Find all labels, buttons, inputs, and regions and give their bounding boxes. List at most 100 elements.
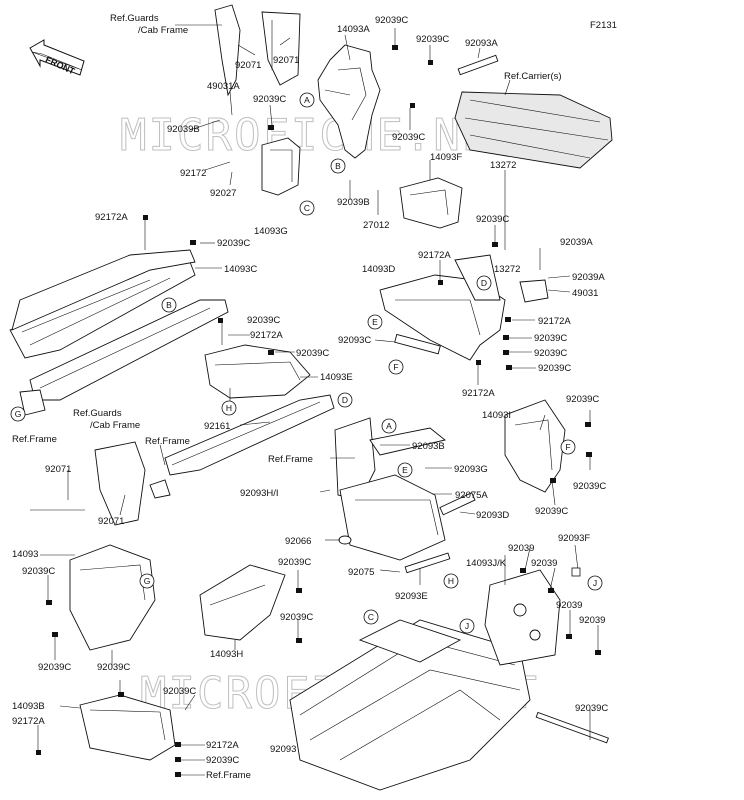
callout-e-right: E <box>367 314 383 330</box>
callouts: A B C A B C D E F G H D E F G H I J J <box>10 92 603 634</box>
label-92093a: 92093A <box>465 38 498 49</box>
label-14093g: 14093G <box>254 226 288 237</box>
callout-b-mid: B <box>161 297 177 313</box>
label-92039-2: 92039 <box>531 558 557 569</box>
part-92093 <box>535 711 609 744</box>
label-14093f: 14093F <box>430 152 462 163</box>
label-92066: 92066 <box>285 536 311 547</box>
part-92093a <box>457 54 499 76</box>
label-92039c-3: 92039C <box>253 94 286 105</box>
part-14093 <box>69 544 156 651</box>
callout-a-top: A <box>299 92 315 108</box>
svg-text:F: F <box>393 362 398 372</box>
svg-text:H: H <box>448 576 454 586</box>
svg-text:B: B <box>166 300 172 310</box>
label-92039c-21: 92172A <box>206 740 239 751</box>
label-92039c-9: 92039C <box>296 348 329 359</box>
label-92039c-1: 92039C <box>375 15 408 26</box>
figure-code: F2131 <box>590 20 617 31</box>
label-92039c-5: 92039C <box>476 214 509 225</box>
label-92039c-17: 92039C <box>280 612 313 623</box>
label-14093e: 14093E <box>320 372 353 383</box>
label-ref-frame-2: Ref.Frame <box>145 436 190 447</box>
label-92172a-2: 92172A <box>418 250 451 261</box>
label-92039b-1: 92039B <box>167 124 200 135</box>
label-49031a: 49031A <box>207 81 240 92</box>
callout-b-top: B <box>330 158 346 174</box>
label-ref-guards-1: Ref.Guards <box>110 13 159 24</box>
callout-j-mid: J <box>459 618 475 634</box>
svg-text:C: C <box>304 203 310 213</box>
part-92066 <box>338 535 352 545</box>
label-14093d: 14093D <box>362 264 395 275</box>
label-92039a-2: 92039A <box>572 272 605 283</box>
label-92039c-13: 92039C <box>573 481 606 492</box>
callout-g-left: G <box>10 406 26 422</box>
label-92093g: 92093G <box>454 464 488 475</box>
label-92039c-19: 92039C <box>97 662 130 673</box>
svg-text:D: D <box>342 395 348 405</box>
label-92075: 92075 <box>348 567 374 578</box>
label-ref-frame-4: 92093 <box>270 744 296 755</box>
label-92093c: 92093C <box>338 335 371 346</box>
callout-e-mid: E <box>397 462 413 478</box>
svg-text:C: C <box>368 612 374 622</box>
part-14093a <box>317 44 381 159</box>
label-92039-1: 92039 <box>508 543 534 554</box>
label-92172a-1: 92172A <box>95 212 128 223</box>
label-14093jk: 14093J/K <box>466 558 507 569</box>
label-92172-1: 92172 <box>180 168 206 179</box>
frame-member-d <box>149 394 335 499</box>
part-labels: Ref.Guards /Cab Frame 14093A 92039C 9203… <box>12 13 608 781</box>
label-92039c-16: 92039C <box>278 557 311 568</box>
callout-h-bottom: H <box>443 573 459 589</box>
ref-carrier-bed <box>454 91 613 169</box>
label-92027: 92027 <box>210 188 236 199</box>
part-14093c <box>9 249 196 359</box>
label-92093hi: 92093H/I <box>240 488 279 499</box>
front-arrow-icon: FRONT <box>29 39 85 77</box>
label-92172a-3: 92172A <box>538 316 571 327</box>
label-92039b-2: 92039B <box>337 197 370 208</box>
label-92039c-15: 92039C <box>22 566 55 577</box>
label-ref-guards-1b: /Cab Frame <box>138 25 188 36</box>
label-ref-guards-2b: /Cab Frame <box>90 420 140 431</box>
label-49031: 49031 <box>572 288 598 299</box>
label-92039a-1: 92039A <box>560 237 593 248</box>
label-14093a: 14093A <box>337 24 370 35</box>
part-14093d <box>379 254 506 361</box>
callout-h-mid: H <box>221 400 237 416</box>
label-92039c-4: 92039C <box>392 132 425 143</box>
ref-frame-chassis <box>289 619 531 791</box>
label-92172a-4: 92172A <box>250 330 283 341</box>
label-92039c-8: 92039C <box>534 333 567 344</box>
label-92039c-22: 92039C <box>206 755 239 766</box>
svg-text:F: F <box>565 442 570 452</box>
part-14093e <box>204 344 311 399</box>
part-14093g <box>261 137 301 196</box>
label-92039c-11: 92039C <box>538 363 571 374</box>
label-92093: 92039C <box>575 703 608 714</box>
label-92093f: 92093F <box>558 533 590 544</box>
label-92039c-2: 92039C <box>416 34 449 45</box>
svg-text:J: J <box>465 621 469 631</box>
hardware-bolts <box>36 45 601 777</box>
svg-text:E: E <box>372 317 378 327</box>
callout-f-right: F <box>388 359 404 375</box>
svg-text:G: G <box>144 576 151 586</box>
callout-a-mid: A <box>381 418 397 434</box>
svg-text:B: B <box>335 161 341 171</box>
callout-f-mid: F <box>560 439 576 455</box>
label-14093i: 14093I <box>482 410 511 421</box>
label-92039c-7: 92039C <box>247 315 280 326</box>
label-14093: 14093 <box>12 549 38 560</box>
label-ref-frame-3: Ref.Frame <box>268 454 313 465</box>
label-92071-4: 92071 <box>98 516 124 527</box>
label-92039c-12: 92039C <box>566 394 599 405</box>
svg-text:A: A <box>386 421 392 431</box>
label-92039c-14: 92039C <box>535 506 568 517</box>
svg-text:E: E <box>402 465 408 475</box>
callout-c-top: C <box>299 200 315 216</box>
part-14093jk <box>484 569 561 666</box>
